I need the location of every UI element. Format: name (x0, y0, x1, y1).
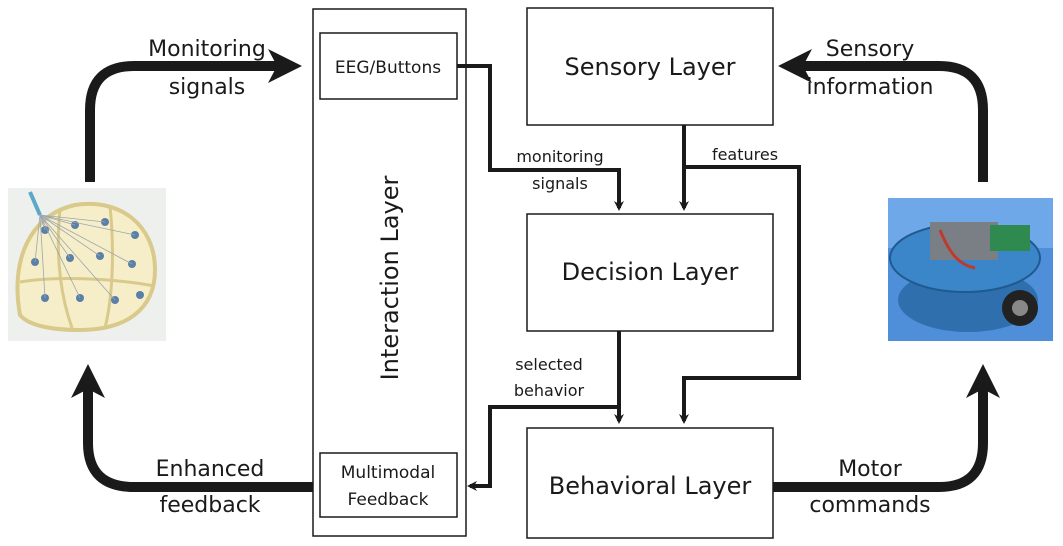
monitoring-signals-label-line2: signals (169, 75, 246, 100)
selected-behavior-label-line2: behavior (514, 381, 585, 400)
sensory-layer-box (526, 7, 774, 126)
monitoring-signals-connector (457, 64, 624, 211)
enhanced-feedback-loop (71, 364, 313, 492)
eeg-cap-image (8, 188, 166, 341)
selected-behavior-connector (467, 405, 619, 491)
features-connector (679, 165, 801, 424)
monitoring-signals-label-line1: Monitoring (148, 37, 266, 62)
multimodal-label-line1: Multimodal (341, 463, 435, 483)
eeg-buttons-label: EEG/Buttons (335, 58, 441, 78)
sensory-layer-label: Sensory Layer (564, 53, 735, 81)
sensory-information-label-line1: Sensory (826, 37, 914, 62)
monitoring-signals-small-label-line2: signals (532, 174, 588, 193)
enhanced-feedback-label-line2: feedback (159, 493, 260, 518)
behavioral-layer-label: Behavioral Layer (549, 472, 752, 500)
multimodal-feedback-box (319, 452, 458, 518)
robot-image (888, 198, 1053, 341)
decision-layer-box (526, 213, 774, 332)
selected-behavior-label-line1: selected (515, 355, 583, 374)
sensory-information-loop (778, 49, 988, 182)
motor-commands-label-line2: commands (809, 493, 930, 518)
monitoring-signals-loop (85, 49, 302, 182)
behavioral-layer-box (526, 427, 774, 539)
eeg-buttons-box (319, 32, 458, 100)
sensory-information-label-line2: information (807, 75, 934, 100)
monitoring-signals-small-label-line1: monitoring (516, 147, 603, 166)
motor-commands-loop (773, 364, 1000, 492)
multimodal-label-line2: Feedback (348, 490, 429, 510)
enhanced-feedback-label-line1: Enhanced (156, 457, 265, 482)
interaction-layer-label: Interaction Layer (376, 175, 404, 380)
motor-commands-label-line1: Motor (838, 457, 903, 482)
features-label: features (712, 145, 778, 164)
decision-layer-label: Decision Layer (562, 258, 739, 286)
